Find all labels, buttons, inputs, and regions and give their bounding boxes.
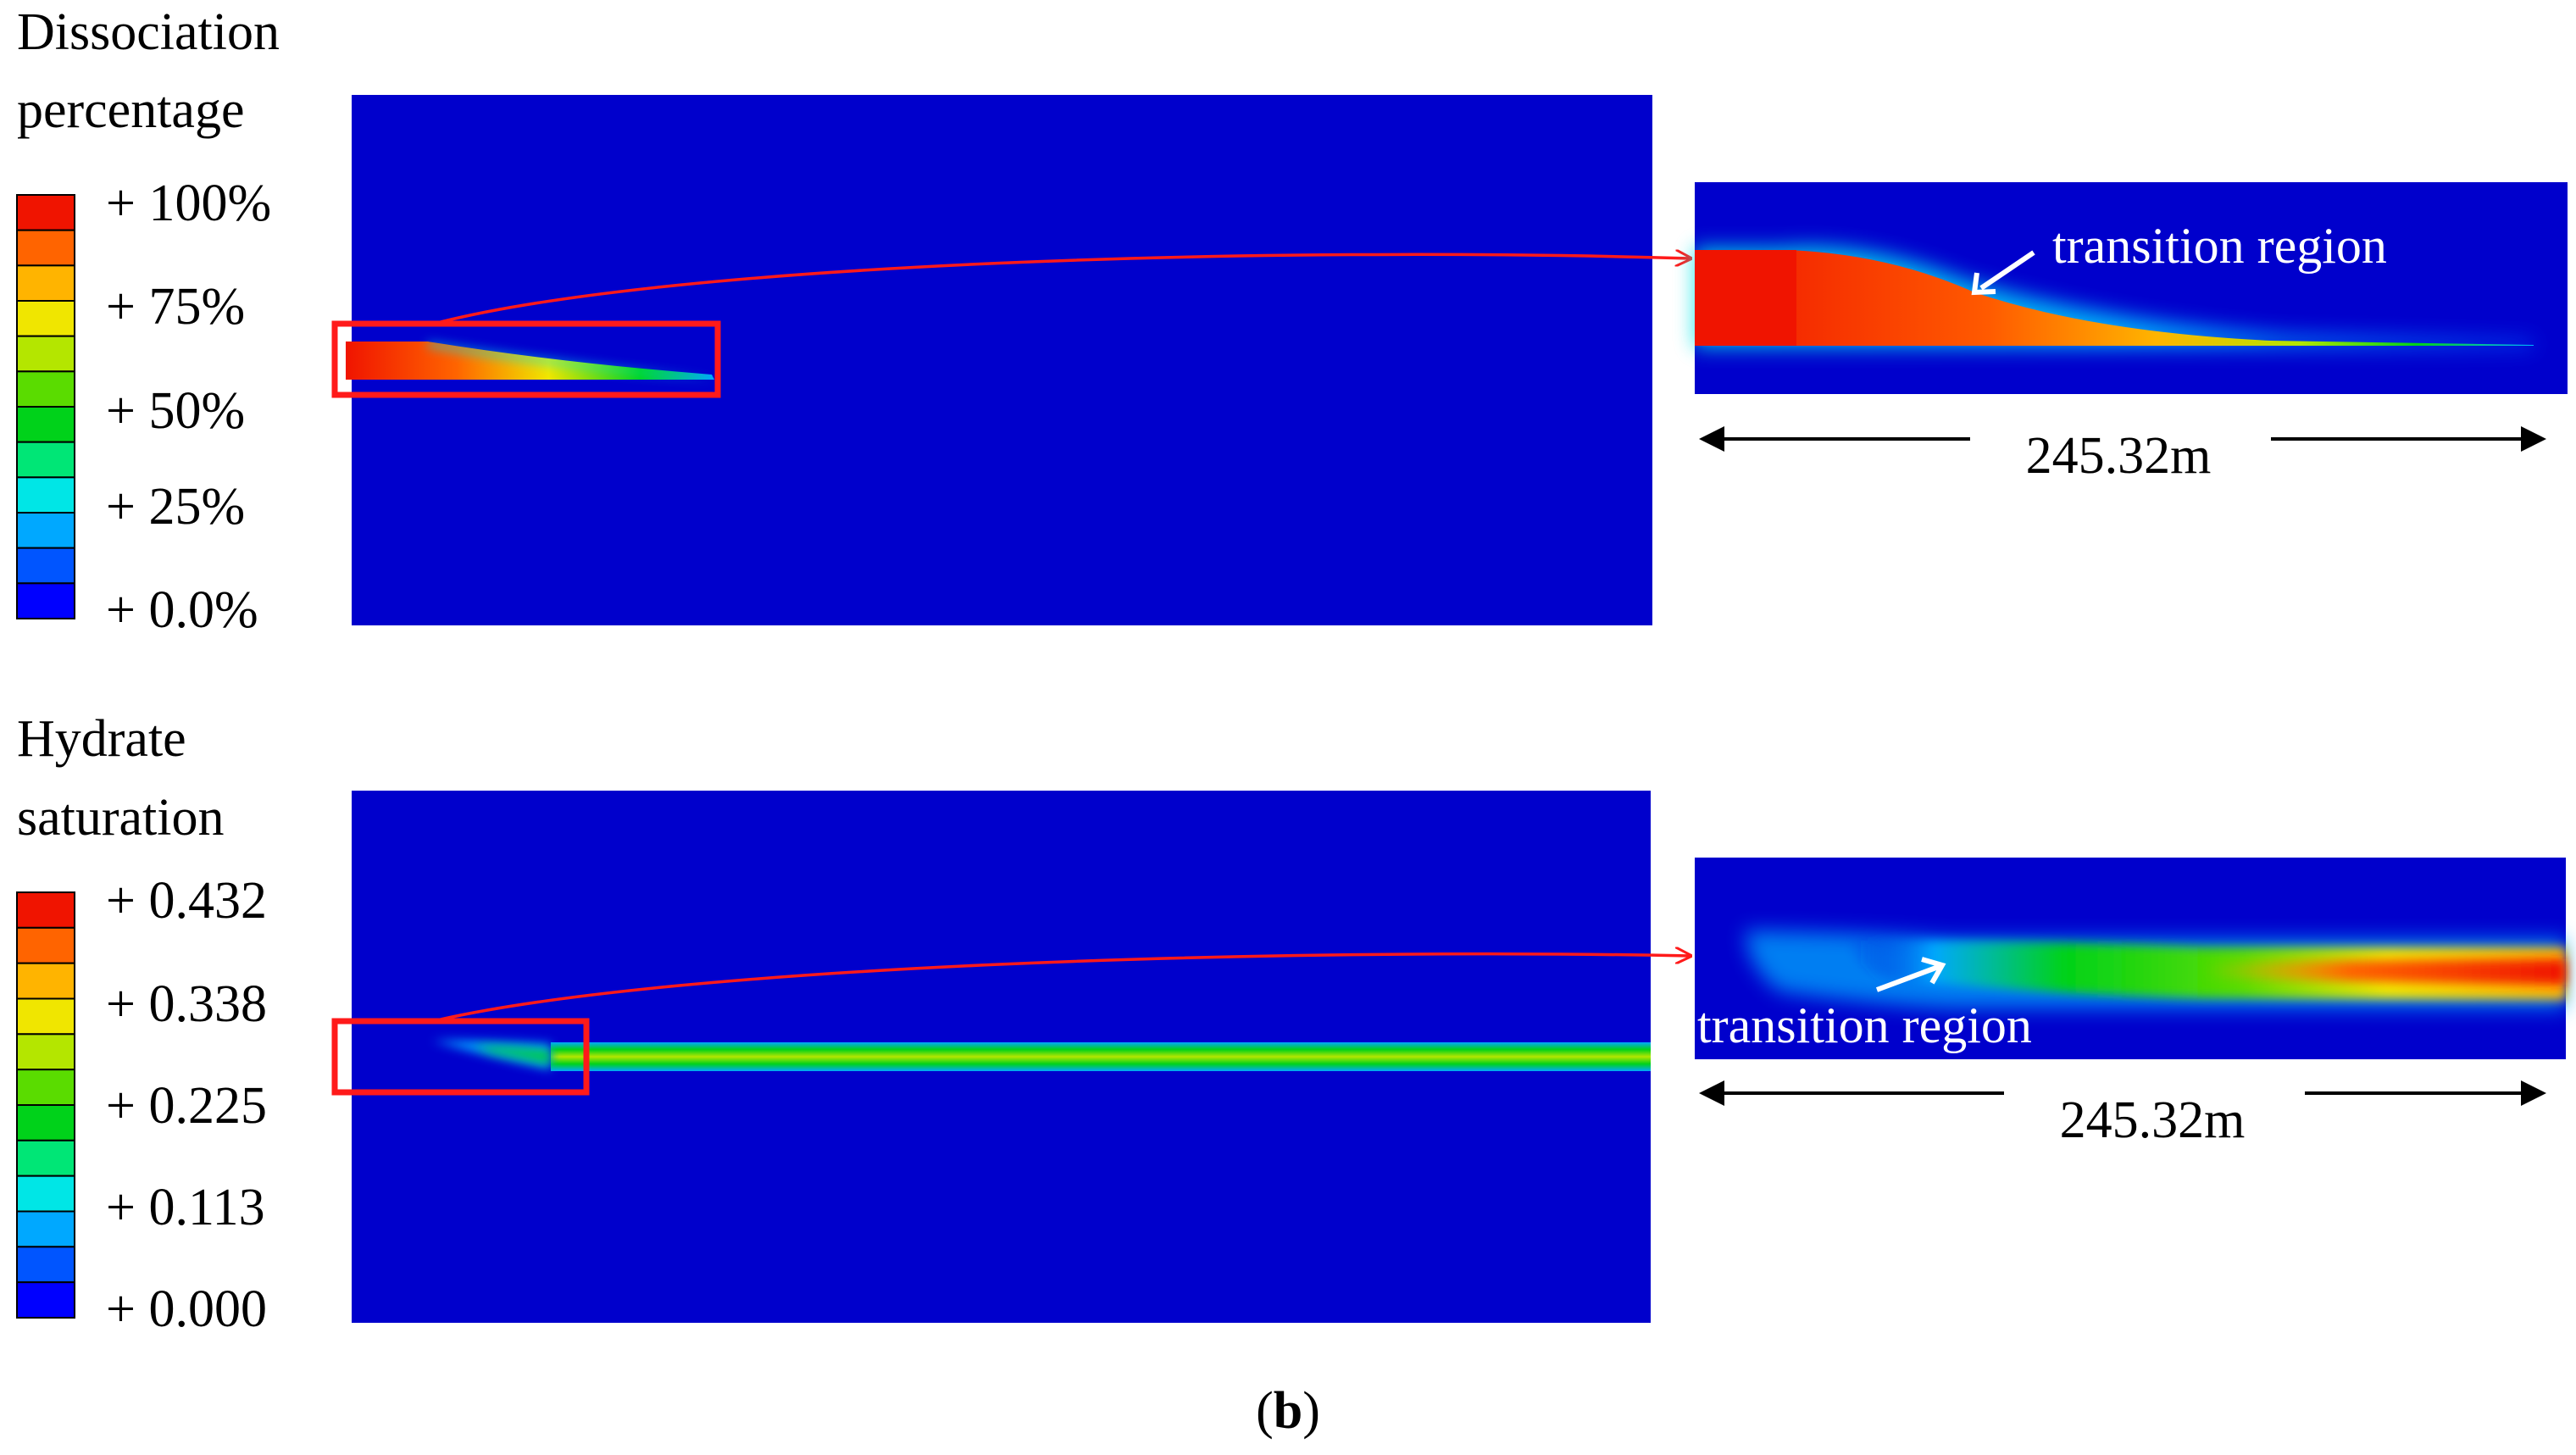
top-scale-swatch-2	[16, 264, 75, 303]
top-inset-dissociation-zone	[1695, 250, 2534, 346]
top-annotation-arrow	[1971, 250, 2035, 296]
top-tick-100: + 100%	[106, 175, 271, 232]
caption-open-paren: (	[1256, 1382, 1274, 1440]
caption-close-paren: )	[1302, 1382, 1320, 1440]
top-scale-swatch-9	[16, 512, 75, 549]
bottom-scale-swatch-5	[16, 1069, 75, 1106]
bottom-scale-swatch-3	[16, 997, 75, 1036]
bottom-scale-swatch-6	[16, 1104, 75, 1141]
top-tick-50: + 50%	[106, 382, 245, 440]
bottom-legend-title-line2: saturation	[17, 789, 225, 847]
bottom-main-transition-core	[475, 1046, 551, 1064]
top-scale-swatch-1	[16, 229, 75, 267]
top-scale-swatch-10	[16, 547, 75, 585]
bottom-dimension-label: 245.32m	[2060, 1091, 2246, 1149]
top-annotation-label: transition region	[2052, 218, 2387, 274]
top-scale-swatch-7	[16, 441, 75, 479]
caption-letter: b	[1274, 1382, 1302, 1440]
bottom-scale-swatch-4	[16, 1033, 75, 1071]
bottom-main-hydrate-band	[551, 1042, 1651, 1071]
bottom-tick-0000: + 0.000	[106, 1280, 267, 1338]
top-main-fringe	[428, 342, 714, 380]
bottom-legend-title-line1: Hydrate	[17, 710, 186, 768]
bottom-scale-swatch-10	[16, 1246, 75, 1284]
bottom-panel: Hydrate saturation + 0.432 + 0.338 + 0.2…	[16, 710, 2566, 1338]
bottom-zoom-inset: transition region	[1695, 858, 2566, 1059]
bottom-tick-0113: + 0.113	[106, 1179, 265, 1236]
top-scale-swatch-4	[16, 335, 75, 373]
top-main-plot	[352, 95, 1652, 625]
bottom-dimension: 245.32m	[1699, 1080, 2546, 1149]
top-zoom-inset: transition region	[1695, 182, 2568, 394]
bottom-scale-swatch-0	[16, 891, 75, 929]
top-scale-swatch-3	[16, 300, 75, 337]
top-scale-swatch-5	[16, 370, 75, 408]
top-connector-arrow	[440, 254, 1690, 324]
top-panel: Dissociation percentage + 100% + 75% + 5…	[16, 3, 2568, 639]
bottom-annotation-arrow	[1875, 957, 1946, 992]
top-tick-25: + 25%	[106, 478, 245, 536]
top-dimension: 245.32m	[1699, 426, 2546, 485]
bottom-connector-arrow	[440, 954, 1690, 1021]
bottom-tick-0338: + 0.338	[106, 975, 267, 1033]
bottom-color-scale	[16, 891, 75, 1319]
top-scale-swatch-6	[16, 406, 75, 443]
top-scale-swatch-8	[16, 476, 75, 514]
top-legend-title-line1: Dissociation	[17, 3, 280, 61]
top-color-scale	[16, 194, 75, 619]
bottom-scale-swatch-2	[16, 962, 75, 1000]
top-tick-0: + 0.0%	[106, 581, 258, 639]
bottom-annotation-label: transition region	[1697, 997, 2032, 1053]
top-scale-swatch-11	[16, 582, 75, 619]
bottom-scale-swatch-11	[16, 1281, 75, 1319]
bottom-scale-swatch-8	[16, 1175, 75, 1213]
bottom-tick-0225: + 0.225	[106, 1077, 267, 1135]
bottom-scale-swatch-7	[16, 1139, 75, 1177]
figure-caption: (b)	[1256, 1382, 1320, 1440]
top-inset-dissociated-core	[1695, 250, 1796, 346]
top-legend-title-line2: percentage	[17, 81, 244, 139]
top-highlight-box	[331, 320, 721, 398]
top-scale-swatch-0	[16, 194, 75, 231]
bottom-scale-swatch-9	[16, 1210, 75, 1248]
bottom-scale-swatch-1	[16, 926, 75, 964]
top-tick-75: + 75%	[106, 278, 245, 336]
bottom-tick-0432: + 0.432	[106, 872, 267, 930]
top-dimension-label: 245.32m	[2026, 427, 2212, 485]
bottom-inset-core	[2203, 959, 2566, 985]
bottom-main-transition	[432, 1041, 551, 1069]
bottom-highlight-box	[331, 1018, 590, 1096]
